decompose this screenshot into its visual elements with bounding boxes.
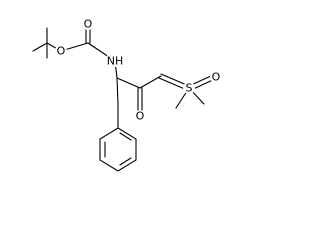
bond-vinyl-carbon-double-sulfur-a <box>160 73 190 87</box>
bond-alpha-to-ketone-carbon <box>116 77 141 89</box>
amine-label: NH <box>107 55 124 68</box>
carbonyl-oxygen-label-background <box>82 18 94 30</box>
ester-oxygen-label-background <box>55 45 67 57</box>
bond-vinyl-carbon-double-sulfur-b <box>158 77 188 91</box>
phenyl-inner-double-bond-2 <box>119 157 132 166</box>
sulfur-label: S <box>186 82 193 95</box>
bond-tbu-methyl-left <box>32 42 48 52</box>
ketone-oxygen-label-background <box>134 110 146 122</box>
bond-ketone-to-vinyl-carbon <box>139 75 162 89</box>
phenyl-ring <box>99 127 137 172</box>
ester-oxygen-label: O <box>57 45 66 58</box>
bond-alpha-to-benzyl-carbon <box>116 77 119 105</box>
bond-sulfur-double-oxygen-b <box>190 78 216 91</box>
sulfoxide-oxygen-label-background <box>210 71 222 83</box>
sulfoxide-oxygen-label: O <box>212 71 221 84</box>
amine-label-background <box>107 54 124 67</box>
chemical-structure-diagram: O O NH O S O <box>32 18 222 172</box>
sulfur-label-background <box>183 82 195 94</box>
phenyl-inner-double-bond-1 <box>119 132 132 141</box>
carbonyl-oxygen-label: O <box>84 18 93 31</box>
ketone-oxygen-label: O <box>136 110 145 123</box>
